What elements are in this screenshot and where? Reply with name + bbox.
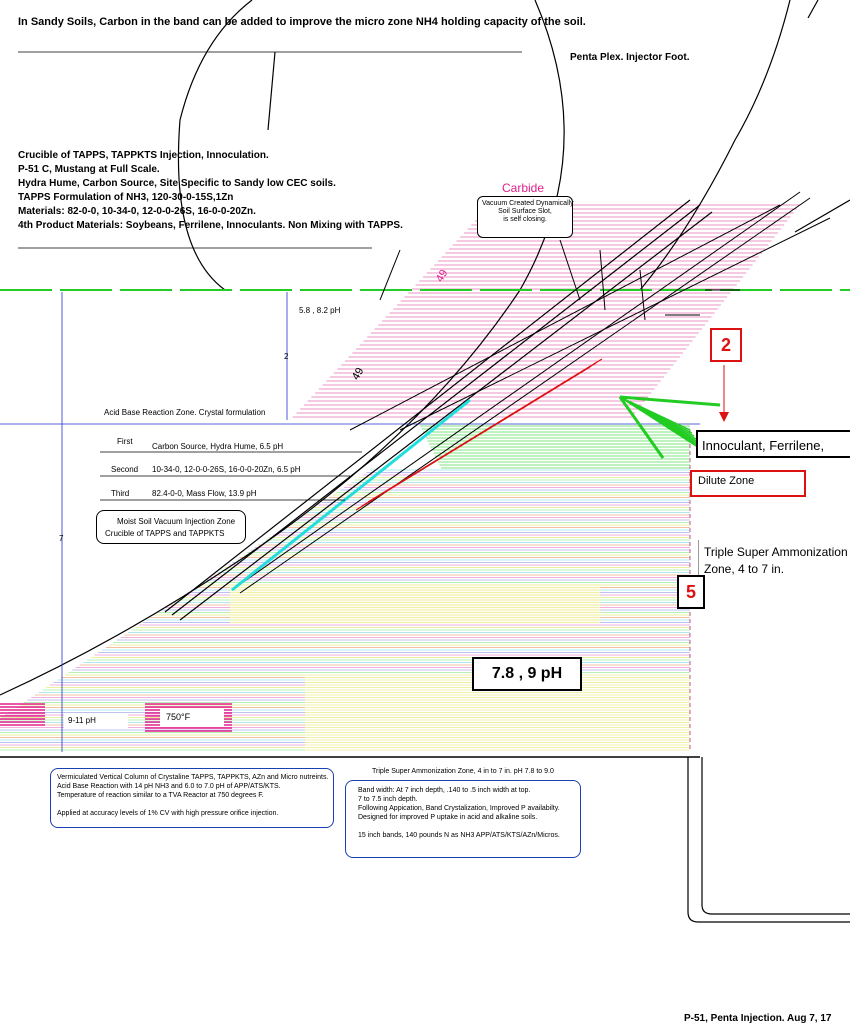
info-line: Materials: 82-0-0, 10-34-0, 12-0-0-26S, … <box>18 206 256 217</box>
vacuum-note: Vacuum Created Dynamically Soil Surface … <box>477 196 574 238</box>
depth-7-label: 7 <box>59 534 64 543</box>
third-label: Third <box>111 489 130 498</box>
vacuum-line-1: Vacuum Created Dynamically <box>482 200 574 207</box>
ph-top-label: 5.8 , 8.2 pH <box>299 306 341 315</box>
second-label: Second <box>111 465 139 474</box>
carbide-label: Carbide <box>502 181 545 195</box>
triple-note-line: Band width: At 7 inch depth, .140 to .5 … <box>358 787 531 794</box>
tube-line <box>179 211 713 621</box>
callout-2-arrowhead <box>719 412 729 422</box>
third-desc: 82.4-0-0, Mass Flow, 13.9 pH <box>152 489 257 498</box>
tube-line <box>599 249 606 311</box>
depth-2-label: 2 <box>284 352 289 361</box>
first-desc: Carbon Source, Hydra Hume, 6.5 pH <box>152 442 284 451</box>
info-line: TAPPS Formulation of NH3, 120-30-0-15S,1… <box>18 192 234 203</box>
callout-2: 2 <box>710 328 742 362</box>
column-note-box: Vermiculated Vertical Column of Crystali… <box>50 768 334 828</box>
column-note-line: Acid Base Reaction with 14 pH NH3 and 6.… <box>57 783 281 790</box>
tube-line <box>231 191 801 591</box>
implement-frame <box>687 757 850 923</box>
tube-line <box>349 204 781 431</box>
triple-note-line: 7 to 7.5 inch depth. <box>358 796 418 803</box>
innoculant-label: Innoculant, Ferrilene, <box>696 430 850 458</box>
tube-line <box>619 396 705 452</box>
footer-label: P-51, Penta Injection. Aug 7, 17 <box>684 1013 832 1024</box>
column-note-line: Temperature of reaction similar to a TVA… <box>57 792 264 799</box>
tube-line <box>231 398 471 592</box>
soil-band-hatching <box>0 204 800 751</box>
big-ph-label: 7.8 , 9 pH <box>472 657 582 691</box>
tube-line <box>367 358 603 503</box>
first-label: First <box>117 437 133 446</box>
column-note-line: Vermiculated Vertical Column of Crystali… <box>57 774 329 781</box>
info-line: Hydra Hume, Carbon Source, Site Specific… <box>18 178 336 189</box>
triple-line-2: Zone, 4 to 7 in. <box>704 562 785 576</box>
dilute-zone-label: Dilute Zone <box>690 470 806 497</box>
moist-line-2: Crucible of TAPPS and TAPPKTS <box>105 529 225 538</box>
triple-note-title: Triple Super Ammonization Zone, 4 in to … <box>372 768 554 775</box>
tube-line <box>239 197 811 594</box>
triple-note-line: Designed for improved P uptake in acid a… <box>358 814 538 821</box>
column-note-line: Applied at accuracy levels of 1% CV with… <box>57 810 279 817</box>
ph-911-label: 9-11 pH <box>64 713 128 729</box>
moist-line-1: Moist Soil Vacuum Injection Zone <box>117 517 236 526</box>
triple-note-line: Following Appication, Band Crystalizatio… <box>358 805 560 812</box>
info-line: Crucible of TAPPS, TAPPKTS Injection, In… <box>18 150 269 161</box>
triple-note-line <box>358 822 568 831</box>
triple-line-1: Triple Super Ammonization <box>704 545 848 559</box>
vacuum-line-2: Soil Surface Slot, <box>498 208 552 215</box>
tube-line <box>559 239 581 301</box>
column-note-line <box>57 800 327 809</box>
info-line: 4th Product Materials: Soybeans, Ferrile… <box>18 220 403 231</box>
triple-note-box: Band width: At 7 inch depth, .140 to .5 … <box>345 780 581 858</box>
injector-tubes <box>164 191 831 621</box>
tube-line <box>164 199 691 613</box>
innoculant-pointer <box>618 395 721 459</box>
tube-line <box>171 204 701 616</box>
triple-note-line: 15 inch bands, 140 pounds N as NH3 APP/A… <box>358 832 560 839</box>
tube-line <box>379 249 401 301</box>
acid-zone-label: Acid Base Reaction Zone. Crystal formula… <box>104 408 266 417</box>
header-note: In Sandy Soils, Carbon in the band can b… <box>18 16 586 28</box>
second-desc: 10-34-0, 12-0-0-26S, 16-0-0-20Zn, 6.5 pH <box>152 465 301 474</box>
triple-zone-label: Triple Super Ammonization Zone, 4 to 7 i… <box>698 540 850 578</box>
vacuum-line-3: is self closing. <box>503 216 547 223</box>
tube-line <box>639 269 646 321</box>
zone-pointer-lines <box>100 451 362 501</box>
injector-foot-label: Penta Plex. Injector Foot. <box>570 52 690 63</box>
wheel-outline <box>0 0 850 696</box>
callout-5: 5 <box>677 575 705 609</box>
temp-750-label: 750°F <box>160 708 224 726</box>
moist-zone-note: Moist Soil Vacuum Injection Zone Crucibl… <box>96 510 246 544</box>
info-line: P-51 C, Mustang at Full Scale. <box>18 164 160 175</box>
tube-line <box>399 217 831 431</box>
